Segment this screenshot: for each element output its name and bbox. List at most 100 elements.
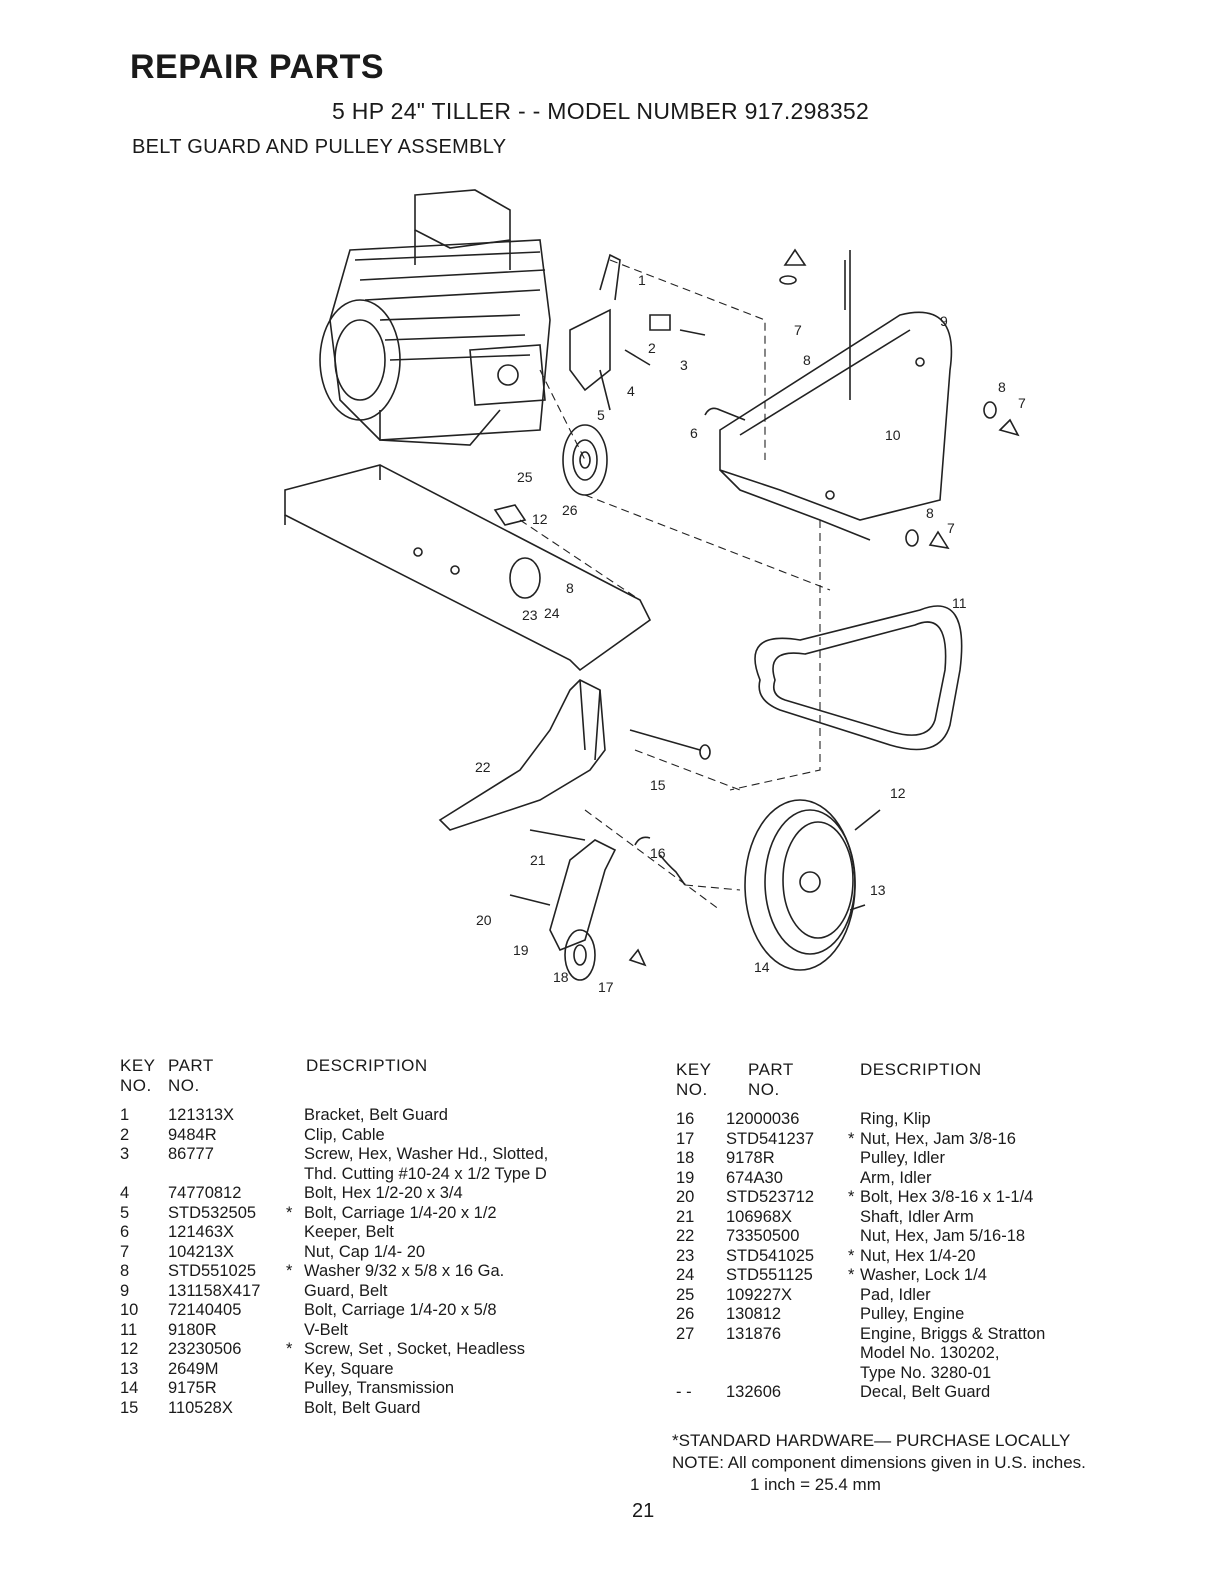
part-header: PART (168, 1056, 214, 1075)
part-cell: 110528X (168, 1398, 233, 1417)
callout-8: 8 (803, 352, 811, 368)
part-cell: 106968X (726, 1207, 793, 1226)
callout-1: 1 (638, 272, 646, 288)
description-cell: Decal, Belt Guard (860, 1383, 991, 1401)
description-cell: V-Belt (304, 1320, 349, 1339)
description-cell: Keeper, Belt (304, 1223, 394, 1241)
description-cell: Bracket, Belt Guard (304, 1106, 448, 1124)
key-cell: 25 (676, 1285, 695, 1304)
notes-block: *STANDARD HARDWARE— PURCHASE LOCALLY NOT… (672, 1430, 1086, 1496)
callout-5: 5 (597, 407, 605, 423)
key-cell: 7 (120, 1242, 130, 1261)
part-cell: STD551125 (726, 1266, 813, 1284)
left-table-header: KEY NO. PART NO. DESCRIPTION (120, 1056, 540, 1098)
key-cell: 3 (120, 1145, 130, 1163)
bracket-drawing (569, 253, 706, 411)
standard-hardware-mark: * (286, 1262, 293, 1280)
key-cell: 22 (676, 1227, 695, 1245)
part-cell: 130812 (726, 1305, 782, 1323)
callout-23: 23 (522, 607, 538, 623)
key-cell: 9 (120, 1281, 130, 1300)
description-cell: Nut, Hex 1/4-20 (860, 1246, 976, 1265)
part-cell: 104213X (168, 1242, 235, 1261)
key-cell: 5 (120, 1203, 130, 1222)
section-heading: BELT GUARD AND PULLEY ASSEMBLY (132, 136, 507, 158)
engine-pulley-drawing (562, 424, 608, 496)
key-cell: 4 (120, 1184, 130, 1202)
part-cell: 9175R (168, 1379, 217, 1397)
key-cell: 18 (676, 1149, 695, 1167)
description-cell: Washer 9/32 x 5/8 x 16 Ga. (304, 1262, 505, 1280)
standard-hardware-mark: * (848, 1266, 855, 1284)
callout-18: 18 (553, 969, 569, 985)
part-cell: STD523712 (726, 1188, 815, 1206)
key-cell: 10 (120, 1301, 139, 1319)
standard-hardware-mark: * (848, 1129, 855, 1148)
callout-4: 4 (627, 383, 635, 399)
standard-hardware-mark: * (286, 1340, 293, 1358)
description-cell: Thd. Cutting #10-24 x 1/2 Type D (304, 1164, 547, 1183)
key-cell: 23 (676, 1246, 695, 1265)
description-cell: Nut, Hex, Jam 3/8-16 (860, 1129, 1016, 1148)
part-cell: 9484R (168, 1125, 217, 1144)
engine-drawing (319, 189, 551, 446)
callout-15: 15 (650, 777, 666, 793)
description-cell: Clip, Cable (304, 1125, 385, 1144)
callout-17: 17 (598, 979, 614, 995)
key-cell: 13 (120, 1359, 139, 1378)
part-cell: 72140405 (168, 1301, 242, 1319)
description-cell: Model No. 130202, (860, 1344, 1000, 1362)
callout-25: 25 (517, 469, 533, 485)
description-cell: Bolt, Carriage 1/4-20 x 5/8 (304, 1301, 497, 1319)
description-cell: Guard, Belt (304, 1281, 388, 1300)
assembly-lines (519, 259, 831, 911)
key-cell: 14 (120, 1379, 139, 1397)
description-cell: Pad, Idler (860, 1285, 931, 1304)
table-row: 7 104213X Nut, Cap 1/4- 20 (120, 1243, 640, 1263)
part-cell: STD541025 (726, 1246, 815, 1265)
tine-shield-drawing (284, 464, 652, 672)
key-cell: 24 (676, 1266, 695, 1284)
dimensions-note: NOTE: All component dimensions given in … (672, 1452, 1086, 1474)
callout-22: 22 (475, 759, 491, 775)
callout-2: 2 (648, 340, 656, 356)
part-cell: 109227X (726, 1285, 793, 1304)
callout-6: 6 (690, 425, 698, 441)
description-cell: Nut, Cap 1/4- 20 (304, 1242, 426, 1261)
description-cell: Screw, Hex, Washer Hd., Slotted, (304, 1145, 549, 1163)
callout-13: 13 (870, 882, 886, 898)
callout-11: 11 (952, 595, 967, 611)
key-header: KEY (120, 1056, 156, 1075)
description-header: DESCRIPTION (306, 1056, 428, 1075)
key-cell: 11 (120, 1320, 138, 1339)
part-cell: STD532505 (168, 1203, 257, 1222)
table-row: 25 109227X Pad, Idler (676, 1286, 1206, 1306)
part-cell: 2649M (168, 1359, 219, 1378)
hardware-drawing (704, 248, 1020, 550)
description-cell: Bolt, Belt Guard (304, 1398, 421, 1417)
callout-8b: 8 (998, 379, 1006, 395)
description-cell: Bolt, Carriage 1/4-20 x 1/2 (304, 1203, 497, 1222)
callout-7b: 7 (1018, 395, 1026, 411)
part-header-line2: NO. (748, 1080, 780, 1099)
part-cell: STD541237 (726, 1129, 815, 1148)
callout-19: 19 (513, 942, 529, 958)
conversion-note: 1 inch = 25.4 mm (750, 1475, 881, 1494)
table-row: Type No. 3280-01 (676, 1364, 1206, 1384)
key-cell: 1 (120, 1106, 130, 1124)
standard-hardware-note: *STANDARD HARDWARE— PURCHASE LOCALLY (672, 1431, 1071, 1450)
